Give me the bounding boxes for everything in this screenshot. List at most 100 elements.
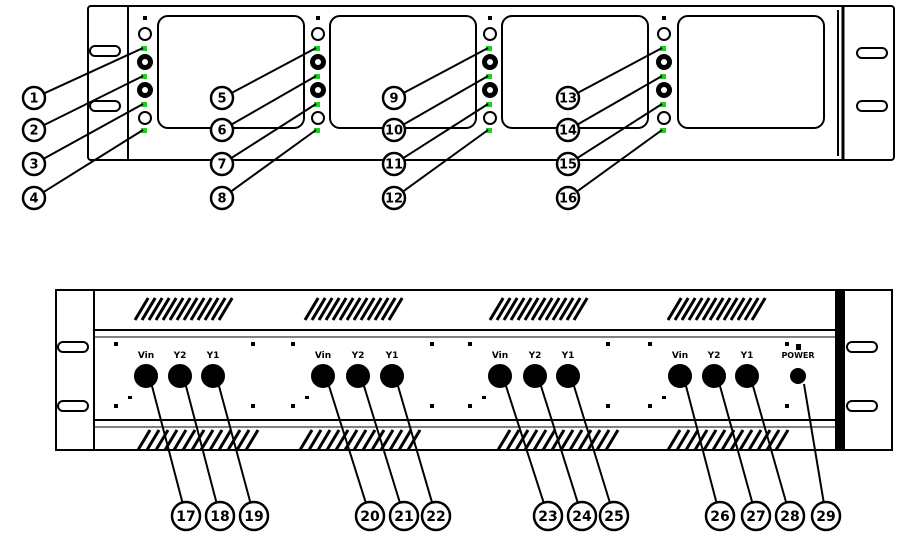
vent-slot	[516, 297, 533, 321]
bnc-connector[interactable]	[668, 364, 692, 388]
front-button-top[interactable]	[138, 27, 152, 41]
vent-slot	[182, 297, 199, 321]
vent-slot	[140, 297, 157, 321]
callout-9: 9	[381, 47, 489, 111]
rear-vents	[133, 297, 790, 451]
vent-slot	[373, 297, 390, 321]
front-right-rack-slot-top	[856, 47, 888, 59]
front-button-bottom[interactable]	[483, 111, 497, 125]
callout-23: 23	[505, 385, 564, 532]
rear-right-rack-slot-top	[846, 341, 878, 353]
front-knob-upper-center	[142, 59, 148, 65]
leader-line	[752, 385, 788, 503]
vent-slot	[544, 297, 561, 321]
callout-number: 7	[217, 158, 226, 173]
bnc-connector[interactable]	[523, 364, 547, 388]
callout-number: 8	[217, 192, 226, 207]
top-vent-2	[303, 297, 404, 321]
callout-number: 10	[385, 124, 403, 139]
status-led	[314, 46, 320, 51]
callout-21: 21	[363, 385, 420, 532]
bnc-connector[interactable]	[311, 364, 335, 388]
callout-28: 28	[752, 385, 806, 532]
bnc-connector[interactable]	[556, 364, 580, 388]
callout-number: 11	[385, 158, 403, 173]
vent-slot	[743, 297, 760, 321]
front-button-bottom[interactable]	[138, 111, 152, 125]
bnc-connector[interactable]	[346, 364, 370, 388]
front-button-top[interactable]	[311, 27, 325, 41]
bnc-connector[interactable]	[134, 364, 158, 388]
bnc-connector[interactable]	[735, 364, 759, 388]
monitor-screen-3	[501, 15, 649, 129]
connector-label: Vin	[315, 351, 331, 361]
leader-line	[230, 103, 317, 159]
callout-11: 11	[381, 103, 489, 177]
callout-4: 4	[21, 129, 144, 211]
panel-screw	[785, 404, 789, 408]
status-led	[486, 46, 492, 51]
callout-number: 20	[360, 509, 380, 525]
panel-mark	[305, 396, 309, 399]
vent-slot	[370, 429, 386, 451]
callout-14: 14	[555, 75, 663, 143]
callout-circle	[740, 500, 772, 532]
callout-number: 5	[217, 92, 226, 107]
connector-label: Vin	[672, 351, 688, 361]
vent-slot	[352, 429, 368, 451]
vent-slot	[217, 429, 233, 451]
leader-line	[218, 385, 252, 503]
callout-25: 25	[573, 385, 630, 532]
bnc-connector[interactable]	[380, 364, 404, 388]
callout-number: 6	[217, 124, 226, 139]
leader-line	[685, 385, 718, 503]
panel-screw	[606, 342, 610, 346]
vent-slot	[334, 429, 350, 451]
callout-circle	[354, 500, 386, 532]
callout-circle	[388, 500, 420, 532]
vent-slot	[380, 297, 397, 321]
vent-slot	[361, 429, 377, 451]
callout-circle	[704, 500, 736, 532]
panel-screw	[251, 342, 255, 346]
monitor-screen-2	[329, 15, 477, 129]
callout-number: 12	[385, 192, 403, 207]
bnc-connector[interactable]	[201, 364, 225, 388]
front-button-bottom[interactable]	[311, 111, 325, 125]
leader-line	[43, 103, 144, 160]
leader-line	[151, 385, 184, 503]
front-button-top[interactable]	[483, 27, 497, 41]
callout-circle	[555, 117, 581, 143]
panel-screw	[468, 342, 472, 346]
bnc-connector[interactable]	[168, 364, 192, 388]
callout-7: 7	[209, 103, 317, 177]
vent-slot	[666, 429, 682, 451]
leader-line	[505, 385, 545, 503]
front-button-top[interactable]	[657, 27, 671, 41]
vent-slot	[181, 429, 197, 451]
panel-screw	[648, 342, 652, 346]
front-button-bottom[interactable]	[657, 111, 671, 125]
callout-number: 13	[559, 92, 577, 107]
leader-line	[397, 385, 434, 503]
callout-circle	[532, 500, 564, 532]
callout-number: 2	[29, 124, 38, 139]
vent-slot	[203, 297, 220, 321]
bnc-connector[interactable]	[702, 364, 726, 388]
vent-slot	[496, 429, 512, 451]
vent-slot	[331, 297, 348, 321]
bnc-connector[interactable]	[488, 364, 512, 388]
leader-line	[577, 75, 663, 126]
panel-mark	[128, 396, 132, 399]
front-knob-lower-center	[487, 87, 493, 93]
vent-slot	[147, 297, 164, 321]
connector-label: Y1	[385, 351, 399, 361]
callout-number: 24	[572, 509, 592, 525]
bottom-vent-3	[496, 429, 620, 451]
power-connector[interactable]	[790, 368, 806, 384]
front-control-column-3	[482, 16, 498, 133]
connector-label: Y1	[206, 351, 220, 361]
vent-slot	[325, 429, 341, 451]
